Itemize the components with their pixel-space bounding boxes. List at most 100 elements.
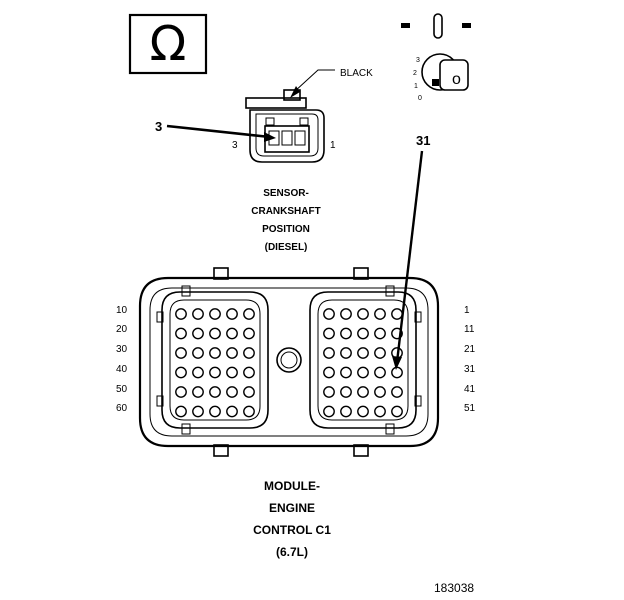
sensor-title-line-1: SENSOR-	[263, 188, 309, 199]
key-pos-0: 0	[418, 95, 422, 102]
ecm-pin-cavity-left	[192, 327, 204, 340]
ecm-pin-cavity-right	[323, 327, 335, 340]
ecm-pin-cavity-right	[323, 405, 335, 418]
ecm-pin-cavity-right	[323, 347, 335, 359]
ecm-pin-cavity-left	[243, 308, 255, 320]
sensor-title-line-2: CRANKSHAFT	[251, 206, 320, 217]
ecm-left-label-10: 10	[116, 305, 128, 316]
ecm-pin-cavity-right	[340, 405, 352, 418]
ecm-pin-cavity-left	[226, 327, 238, 340]
ecm-pin-grid-left	[175, 308, 255, 418]
wire-color-label: BLACK	[340, 68, 373, 79]
ecm-pin-cavity-right	[374, 405, 386, 418]
ecm-pin-cavity-right	[340, 327, 352, 340]
sensor-callout-pin: 3	[155, 119, 162, 134]
ecm-pin-cavity-left	[226, 366, 238, 379]
ecm-right-label-31: 31	[464, 364, 476, 375]
ecm-left-label-60: 60	[116, 403, 128, 414]
ecm-pin-cavity-right	[391, 308, 403, 320]
ecm-pin-cavity-right	[374, 327, 386, 340]
ecm-pin-cavity-left	[209, 386, 221, 398]
module-title-line-3: CONTROL C1	[253, 523, 331, 537]
ecm-callout-pin: 31	[416, 133, 430, 148]
ecm-left-label-50: 50	[116, 384, 128, 395]
ecm-pin-cavity-right	[357, 366, 369, 379]
ecm-pin-cavity-right	[340, 308, 352, 320]
ecm-pin-cavity-left	[175, 405, 187, 418]
ecm-pin-cavity-right	[391, 386, 403, 398]
ecm-pin-cavity-right	[391, 405, 403, 418]
ecm-pin-cavity-right	[391, 327, 403, 340]
sensor-title-line-4: (DIESEL)	[265, 242, 308, 253]
ecm-pin-cavity-right	[357, 308, 369, 320]
ecm-pin-grid-right	[323, 308, 403, 418]
ecm-pin-cavity-right	[374, 366, 386, 379]
ecm-pin-cavity-left	[175, 386, 187, 398]
ecm-pin-cavity-right	[357, 405, 369, 418]
ecm-pin-cavity-right	[323, 366, 335, 379]
ecm-pin-cavity-left	[175, 347, 187, 359]
ecm-pin-cavity-right	[374, 308, 386, 320]
ecm-pin-cavity-left	[192, 366, 204, 379]
ohm-glyph: Ω	[150, 16, 187, 72]
module-title-line-1: MODULE-	[264, 479, 320, 493]
ecm-right-label-41: 41	[464, 384, 476, 395]
ecm-pin-cavity-left	[175, 308, 187, 320]
ecm-pin-cavity-left	[209, 405, 221, 418]
sensor-connector: BLACK 3 1 3	[155, 68, 373, 163]
ecm-right-label-1: 1	[464, 305, 470, 316]
module-title: MODULE- ENGINE CONTROL C1 (6.7L)	[253, 479, 331, 559]
ecm-pin-cavity-left	[192, 347, 204, 359]
ecm-pin-cavity-right	[374, 347, 386, 359]
sensor-pin-right-label: 1	[330, 140, 336, 151]
sensor-pin-left-label: 3	[232, 140, 238, 151]
ecm-pin-cavity-right	[340, 347, 352, 359]
ecm-pin-cavity-right	[323, 386, 335, 398]
ecm-left-label-20: 20	[116, 324, 128, 335]
key-pos-3: 3	[416, 57, 420, 64]
ecm-pin-cavity-left	[243, 327, 255, 340]
ecm-pin-cavity-right	[391, 366, 403, 379]
sensor-title: SENSOR- CRANKSHAFT POSITION (DIESEL)	[251, 188, 320, 253]
key-pos-2: 2	[413, 70, 417, 77]
ecm-pin-cavity-left	[192, 405, 204, 418]
ecm-pin-cavity-right	[340, 386, 352, 398]
figure-number: 183038	[434, 581, 474, 595]
ecm-pin-cavity-left	[175, 327, 187, 340]
ohmmeter-icon: Ω	[128, 13, 208, 75]
ecm-pin-cavity-right	[357, 327, 369, 340]
ecm-pin-cavity-left	[209, 308, 221, 320]
key-pos-1: 1	[414, 83, 418, 90]
ecm-pin-cavity-right	[374, 386, 386, 398]
svg-text:o: o	[452, 71, 461, 88]
ecm-pin-cavity-right	[340, 366, 352, 379]
ecm-pin-cavity-left	[226, 347, 238, 359]
ecm-pin-cavity-left	[209, 366, 221, 379]
ecm-pin-cavity-right	[357, 347, 369, 359]
ecm-right-label-51: 51	[464, 403, 476, 414]
ecm-pin-cavity-left	[209, 327, 221, 340]
ecm-pin-cavity-left	[175, 366, 187, 379]
ecm-pin-cavity-left	[243, 386, 255, 398]
ecm-pin-cavity-left	[226, 386, 238, 398]
ignition-key-icon: o 3 2 1 0	[401, 13, 471, 102]
ecm-pin-cavity-left	[243, 366, 255, 379]
ecm-pin-cavity-left	[192, 386, 204, 398]
ecm-left-label-40: 40	[116, 364, 128, 375]
ecm-pin-cavity-left	[226, 308, 238, 320]
ecm-pin-cavity-right	[357, 386, 369, 398]
ecm-pin-cavity-left	[243, 347, 255, 359]
module-title-line-4: (6.7L)	[276, 545, 308, 559]
ecm-pin-cavity-left	[243, 405, 255, 418]
ecm-right-label-11: 11	[464, 324, 475, 335]
ecm-pin-cavity-left	[192, 308, 204, 320]
ecm-pin-cavity-left	[209, 347, 221, 359]
ecm-left-label-30: 30	[116, 344, 128, 355]
ecm-pin-cavity-left	[226, 405, 238, 418]
sensor-title-line-3: POSITION	[262, 224, 310, 235]
ecm-pin-cavity-right	[323, 308, 335, 320]
ecm-connector: 10 20 30 40 50 60 1 11 21 31 41 51 31	[116, 133, 476, 457]
module-title-line-2: ENGINE	[269, 501, 315, 515]
ecm-right-label-21: 21	[464, 344, 476, 355]
